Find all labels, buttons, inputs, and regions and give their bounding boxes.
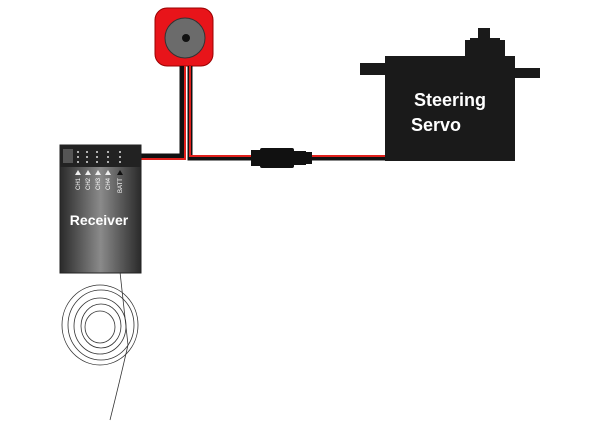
channel-label-ch2: CH2 (86, 177, 92, 190)
wire-gyro-to-servo (187, 66, 385, 161)
channel-label-ch1: CH1 (76, 177, 82, 190)
servo-label-line2: Servo (411, 115, 461, 135)
channel-label-ch4: CH4 (106, 177, 112, 190)
steering-servo (360, 28, 540, 161)
receiver-unit: CH1 CH2 CH3 CH4 BATT (59, 144, 142, 274)
channel-label-ch3: CH3 (96, 177, 102, 190)
servo-label-line1: Steering (414, 90, 486, 110)
receiver-label: Receiver (70, 212, 129, 228)
channel-label-batt: BATT (118, 178, 124, 193)
servo-connector (251, 148, 312, 168)
receiver-pins (77, 151, 121, 163)
antenna-coil (61, 271, 139, 421)
gyro-unit (154, 7, 214, 67)
